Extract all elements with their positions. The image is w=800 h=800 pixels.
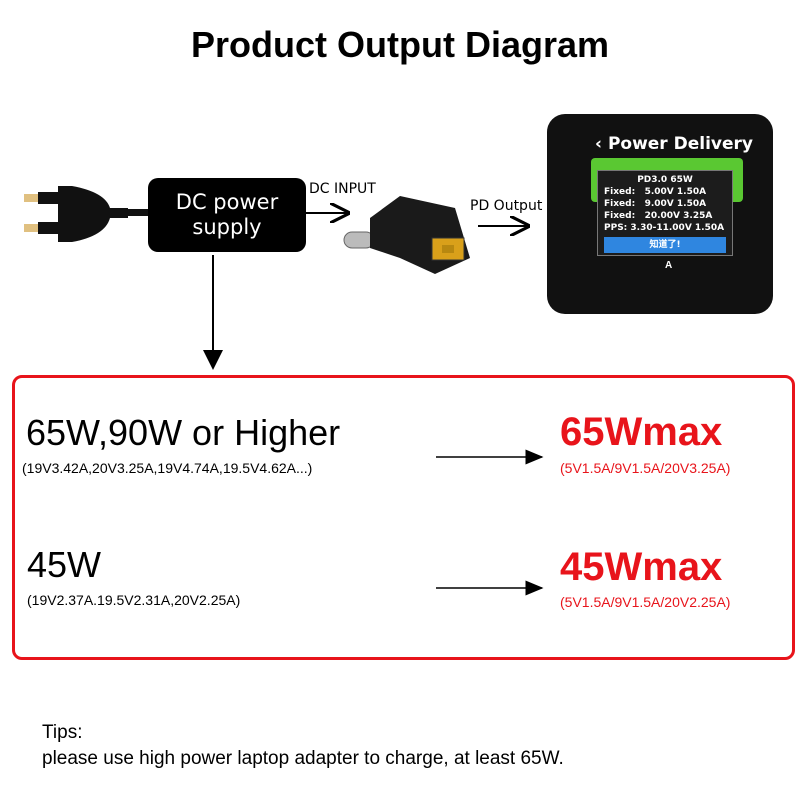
pdo-row: Fixed: 20.00V 3.25A — [604, 211, 713, 221]
input-power-2: 45W — [27, 544, 102, 585]
tips-text: please use high power laptop adapter to … — [42, 748, 564, 769]
screen-header: ‹ Power Delivery — [595, 134, 753, 154]
pdo-row: PPS: 3.30-11.00V 1.50A — [604, 223, 725, 233]
screen-footer: A — [665, 260, 673, 271]
power-supply-label: supply — [192, 215, 262, 239]
output-power-2: 45Wmax — [560, 545, 723, 589]
usb-tester-screen: ‹ Power Delivery PD3.0 65W Fixed: 5.00V … — [547, 114, 773, 314]
output-table-frame — [12, 375, 795, 660]
input-power-1: 65W,90W or Higher — [26, 412, 341, 453]
power-supply-label: DC power — [175, 190, 279, 214]
row-arrows — [436, 449, 544, 596]
usb-c-adapter-icon — [343, 196, 470, 274]
input-detail-2: (19V2.37A.19.5V2.31A,20V2.25A) — [27, 592, 241, 608]
dc-input-label: DC INPUT — [309, 181, 376, 197]
output-detail-2: (5V1.5A/9V1.5A/20V2.25A) — [560, 594, 731, 610]
ac-plug-icon — [24, 186, 150, 242]
pdo-row: Fixed: 5.00V 1.50A — [604, 187, 707, 197]
connector-arrows — [203, 0, 800, 370]
popup-title: PD3.0 65W — [637, 175, 693, 185]
pdo-row: Fixed: 9.00V 1.50A — [604, 199, 707, 209]
dc-power-supply: DC power supply — [148, 178, 306, 252]
popup-ok-button[interactable]: 知道了! — [604, 237, 726, 253]
output-power-1: 65Wmax — [560, 410, 723, 454]
tips-heading: Tips: — [42, 722, 83, 743]
pd-output-label: PD Output — [470, 198, 543, 214]
page-title: Product Output Diagram — [190, 24, 609, 65]
output-detail-1: (5V1.5A/9V1.5A/20V3.25A) — [560, 460, 731, 476]
pd-popup: PD3.0 65W Fixed: 5.00V 1.50A Fixed: 9.00… — [597, 170, 733, 256]
screen-header-text: Power Delivery — [607, 134, 753, 154]
input-detail-1: (19V3.42A,20V3.25A,19V4.74A,19.5V4.62A..… — [22, 460, 313, 476]
